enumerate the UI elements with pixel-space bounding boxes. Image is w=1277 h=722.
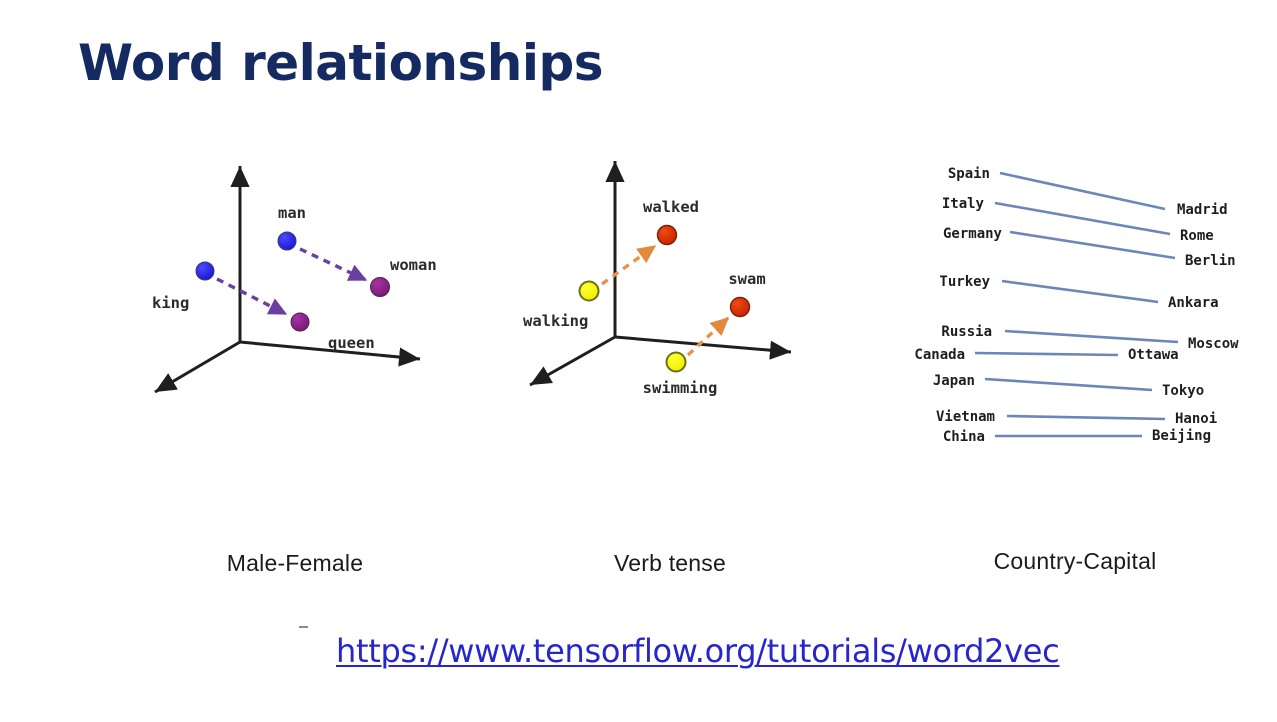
point-walked <box>656 224 678 246</box>
verb-tense-plot: walking walked swimming swam <box>523 161 792 397</box>
caption-verb-tense: Verb tense <box>614 550 726 576</box>
line-turkey-ankara <box>1001 279 1159 304</box>
country-capital-plot: Spain Italy Germany Turkey Russia Canada… <box>914 166 1239 445</box>
label-country-china: China <box>943 429 985 445</box>
male-female-plot: king man queen woman <box>152 166 437 394</box>
label-country-russia: Russia <box>941 324 992 340</box>
panel-country-capital: Spain Italy Germany Turkey Russia Canada… <box>880 150 1270 600</box>
pair-lines <box>974 171 1179 438</box>
label-capital-moscow: Moscow <box>1188 336 1239 352</box>
word-relationships-figure: king man queen woman Male-Female <box>0 150 1277 600</box>
panel-male-female: king man queen woman Male-Female <box>120 150 470 600</box>
label-country-italy: Italy <box>942 196 985 212</box>
caption-male-female: Male-Female <box>226 550 364 576</box>
line-italy-rome <box>994 201 1171 236</box>
label-walking: walking <box>523 312 588 330</box>
capital-labels: Madrid Rome Berlin Ankara Moscow Ottawa … <box>1128 202 1239 444</box>
stray-dash-mark <box>299 626 308 628</box>
axis-group <box>154 166 421 394</box>
label-capital-beijing: Beijing <box>1152 428 1211 444</box>
label-country-vietnam: Vietnam <box>936 409 995 425</box>
label-man: man <box>278 204 306 222</box>
point-labels: king man queen woman <box>152 204 437 352</box>
label-capital-ankara: Ankara <box>1168 295 1219 311</box>
label-woman: woman <box>390 256 437 274</box>
point-swimming <box>665 351 687 373</box>
panel-verb-tense: walking walked swimming swam Verb tense <box>495 150 845 600</box>
caption-country-capital: Country-Capital <box>993 548 1157 574</box>
line-japan-tokyo <box>984 377 1153 392</box>
point-swam <box>729 296 751 318</box>
point-labels: walking walked swimming swam <box>523 198 766 397</box>
z-axis <box>529 335 616 387</box>
point-woman <box>370 277 390 297</box>
data-points <box>578 224 751 373</box>
source-url-link[interactable]: https://www.tensorflow.org/tutorials/wor… <box>336 632 1060 670</box>
x-axis <box>239 340 421 367</box>
label-country-canada: Canada <box>914 347 965 363</box>
label-swimming: swimming <box>643 379 718 397</box>
arrow-man-to-woman <box>299 247 368 282</box>
label-country-turkey: Turkey <box>939 274 990 290</box>
arrow-swimming-to-swam <box>686 316 730 357</box>
label-capital-berlin: Berlin <box>1185 253 1236 269</box>
label-country-spain: Spain <box>948 166 990 182</box>
label-capital-madrid: Madrid <box>1177 202 1228 218</box>
label-king: king <box>152 294 189 312</box>
line-germany-berlin <box>1009 230 1176 260</box>
label-capital-ottawa: Ottawa <box>1128 347 1179 363</box>
arrow-king-to-queen <box>216 277 288 316</box>
label-queen: queen <box>328 334 375 352</box>
label-capital-tokyo: Tokyo <box>1162 383 1204 399</box>
label-swam: swam <box>728 270 765 288</box>
relation-arrows <box>601 244 730 357</box>
label-capital-hanoi: Hanoi <box>1175 411 1217 427</box>
label-country-japan: Japan <box>933 373 975 389</box>
line-canada-ottawa <box>974 351 1119 357</box>
label-walked: walked <box>643 198 699 216</box>
point-walking <box>578 280 600 302</box>
page-title: Word relationships <box>78 34 604 92</box>
point-king <box>195 261 215 281</box>
line-vietnam-hanoi <box>1006 414 1166 421</box>
label-country-germany: Germany <box>943 226 1003 242</box>
z-axis <box>154 340 241 394</box>
x-axis <box>614 335 792 360</box>
line-spain-madrid <box>999 171 1166 211</box>
point-man <box>277 231 297 251</box>
data-points <box>195 231 390 332</box>
point-queen <box>290 312 310 332</box>
country-labels: Spain Italy Germany Turkey Russia Canada… <box>914 166 1002 445</box>
line-russia-moscow <box>1004 329 1179 344</box>
arrow-walking-to-walked <box>601 244 657 286</box>
axis-group <box>529 161 792 387</box>
label-capital-rome: Rome <box>1180 228 1214 244</box>
